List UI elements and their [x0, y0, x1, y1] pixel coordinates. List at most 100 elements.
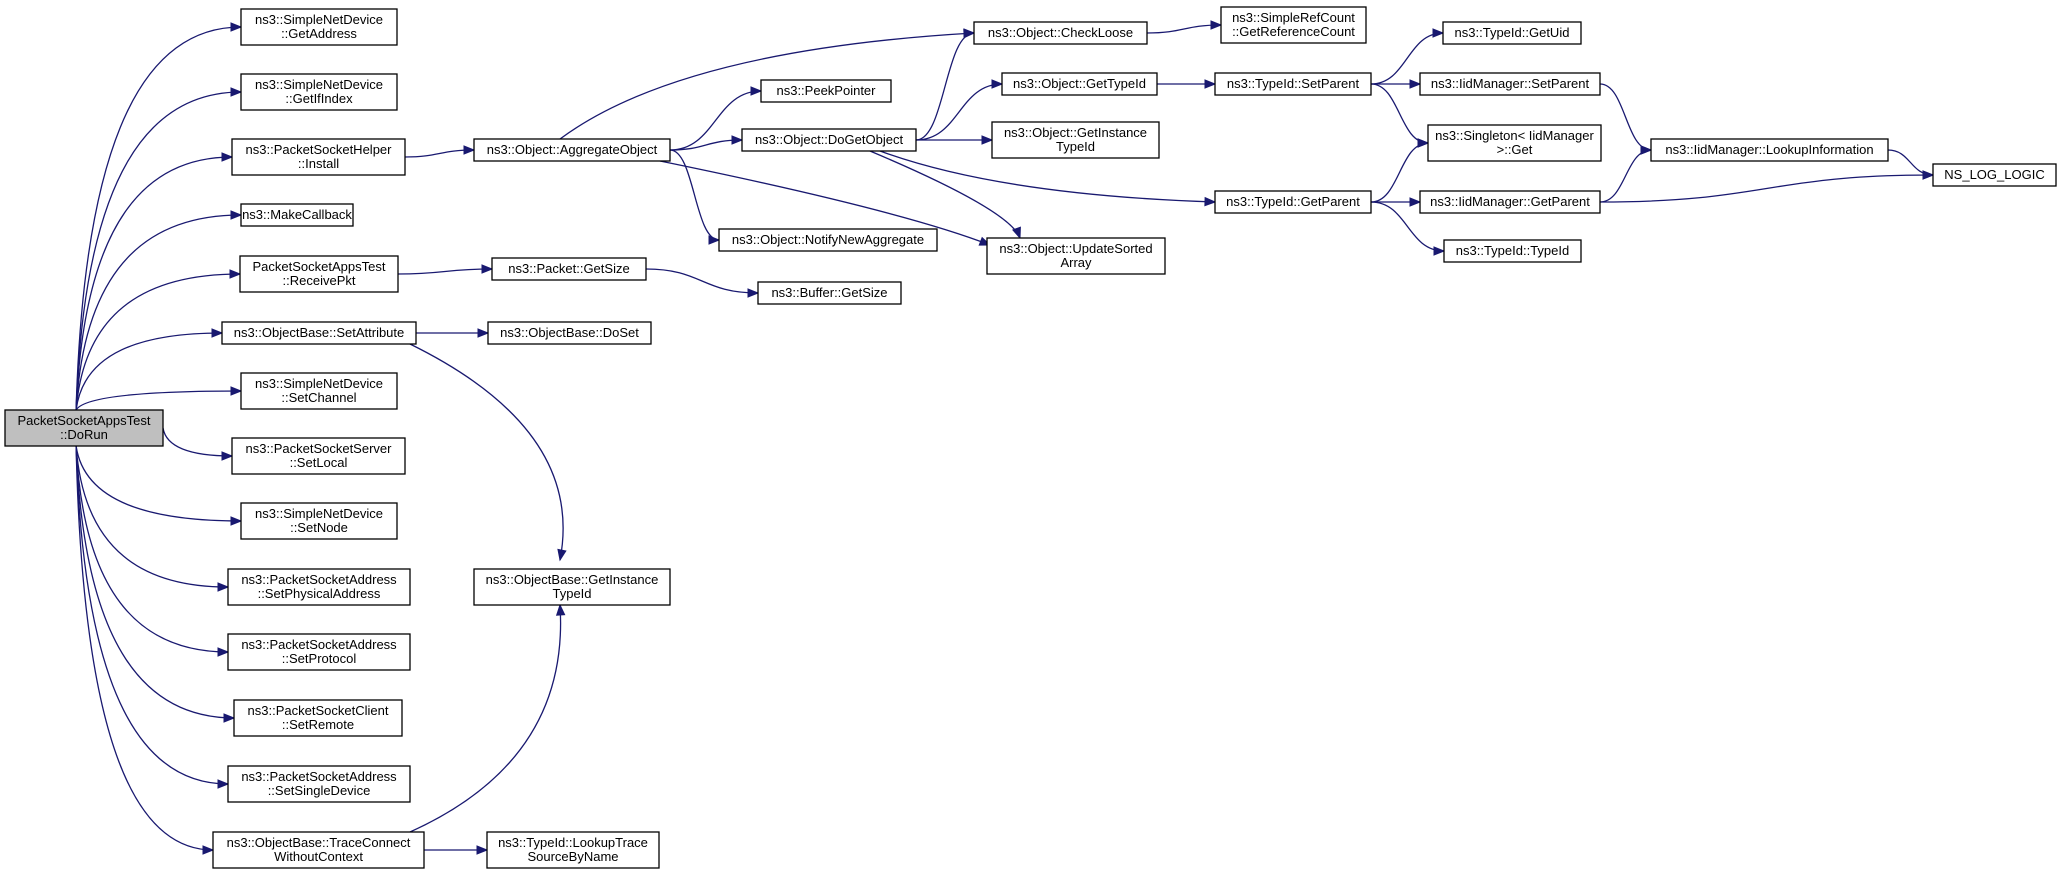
- edge-root-to-n10: [75, 445, 229, 588]
- node-box: [741, 128, 917, 152]
- node-label: ns3::TypeId::GetParent: [1226, 194, 1360, 209]
- edge-root-to-n9: [75, 445, 242, 522]
- edge-root-to-n12: [75, 445, 235, 719]
- edge-n15-to-n20: [669, 90, 762, 151]
- node-box: [221, 321, 417, 345]
- edge-n34-to-n37: [1599, 174, 1934, 203]
- node-ns3-packetsockethelper-install[interactable]: ns3::PacketSocketHelper::Install: [231, 138, 406, 176]
- node-ns3-simplenetdevice-setnode[interactable]: ns3::SimpleNetDevice::SetNode: [240, 502, 398, 540]
- arrowhead: [217, 779, 230, 789]
- node-ns3-packetsocketaddress-setprotocol[interactable]: ns3::PacketSocketAddress::SetProtocol: [227, 633, 411, 671]
- node-label: SourceByName: [527, 849, 618, 864]
- node-label: ns3::IidManager::GetParent: [1430, 194, 1590, 209]
- node-box: [231, 138, 406, 176]
- node-label: ::GetIfIndex: [285, 91, 353, 106]
- node-box: [757, 281, 902, 305]
- node-ns3-packetsocketclient-setremote[interactable]: ns3::PacketSocketClient::SetRemote: [233, 699, 403, 737]
- node-label: ns3::Packet::GetSize: [508, 261, 629, 276]
- edge-n34-to-n36: [1599, 149, 1652, 203]
- node-ns3-objectbase-doset[interactable]: ns3::ObjectBase::DoSet: [487, 321, 652, 345]
- node-box: [212, 831, 425, 869]
- node-box: [473, 568, 671, 606]
- node-ns3-object-checkloose[interactable]: ns3::Object::CheckLoose: [973, 21, 1148, 45]
- node-box: [231, 437, 406, 475]
- node-box: [240, 203, 354, 227]
- node-ns3-object-aggregateobject[interactable]: ns3::Object::AggregateObject: [473, 138, 671, 162]
- node-ns3-object-notifynewaggregate[interactable]: ns3::Object::NotifyNewAggregate: [718, 228, 938, 252]
- node-ns3-objectbase-setattribute[interactable]: ns3::ObjectBase::SetAttribute: [221, 321, 417, 345]
- arrowhead: [221, 152, 234, 162]
- node-label: ns3::ObjectBase::SetAttribute: [234, 325, 405, 340]
- arrowhead: [202, 845, 215, 855]
- node-ns3-simplerefcount-getreferencecount[interactable]: ns3::SimpleRefCount::GetReferenceCount: [1220, 6, 1367, 44]
- node-box: [240, 502, 398, 540]
- edge-root-to-n7: [75, 390, 242, 411]
- node-label: ::SetRemote: [282, 717, 354, 732]
- node-ns3-iidmanager-setparent[interactable]: ns3::IidManager::SetParent: [1419, 72, 1601, 96]
- node-box: [760, 79, 892, 103]
- node-label: ::SetSingleDevice: [268, 783, 371, 798]
- node-label: ns3::PacketSocketHelper: [246, 142, 393, 157]
- arrowhead: [1433, 246, 1446, 256]
- edge-n6-to-n18: [409, 343, 564, 561]
- node-box: [1214, 190, 1372, 214]
- node-label: ns3::TypeId::TypeId: [1456, 243, 1569, 258]
- node-label: ns3::IidManager::SetParent: [1431, 76, 1590, 91]
- node-label: ns3::IidManager::LookupInformation: [1665, 142, 1873, 157]
- node-label: WithoutContext: [274, 849, 363, 864]
- node-ns3-typeid-typeid[interactable]: ns3::TypeId::TypeId: [1443, 239, 1582, 263]
- node-ns3-typeid-getparent[interactable]: ns3::TypeId::GetParent: [1214, 190, 1372, 214]
- arrowhead: [1922, 170, 1935, 180]
- edge-root-to-n13: [75, 445, 229, 785]
- node-packetsocketappstest-dorun[interactable]: PacketSocketAppsTest::DoRun: [4, 409, 164, 447]
- node-ns3-objectbase-traceconnect-withoutcontext[interactable]: ns3::ObjectBase::TraceConnectWithoutCont…: [212, 831, 425, 869]
- edge-n21-to-n27: [869, 150, 1021, 239]
- node-label: ns3::SimpleNetDevice: [255, 506, 383, 521]
- node-label: ns3::TypeId::LookupTrace: [498, 835, 648, 850]
- node-box: [1427, 124, 1602, 162]
- node-ns3-iidmanager-lookupinformation[interactable]: ns3::IidManager::LookupInformation: [1650, 138, 1889, 162]
- node-label: Array: [1060, 255, 1092, 270]
- node-ns3-packet-getsize[interactable]: ns3::Packet::GetSize: [491, 257, 647, 281]
- edge-root-to-n6: [75, 332, 223, 411]
- node-ns3-singleton-iidmanager-get[interactable]: ns3::Singleton< IidManager >::Get: [1427, 124, 1602, 162]
- node-label: ::Install: [298, 156, 339, 171]
- arrowhead: [1012, 226, 1021, 240]
- node-packetsocketappstest-receivepkt[interactable]: PacketSocketAppsTest::ReceivePkt: [239, 255, 399, 293]
- node-ns3-buffer-getsize[interactable]: ns3::Buffer::GetSize: [757, 281, 902, 305]
- node-ns3-simplenetdevice-setchannel[interactable]: ns3::SimpleNetDevice::SetChannel: [240, 372, 398, 410]
- node-label: ::GetReferenceCount: [1232, 24, 1355, 39]
- node-label: ns3::SimpleNetDevice: [255, 12, 383, 27]
- node-label: ::GetAddress: [281, 26, 357, 41]
- node-label: ns3::Object::DoGetObject: [755, 132, 904, 147]
- node-ns3-iidmanager-getparent[interactable]: ns3::IidManager::GetParent: [1419, 190, 1601, 214]
- node-ns3-simplenetdevice-getaddress[interactable]: ns3::SimpleNetDevice::GetAddress: [240, 8, 398, 46]
- node-box: [233, 699, 403, 737]
- node-ns3-packetsocketserver-setlocal[interactable]: ns3::PacketSocketServer::SetLocal: [231, 437, 406, 475]
- arrowhead: [981, 135, 994, 145]
- edge-root-to-n14: [75, 445, 214, 851]
- node-ns3-peekpointer[interactable]: ns3::PeekPointer: [760, 79, 892, 103]
- node-label: ns3::Object::NotifyNewAggregate: [732, 232, 924, 247]
- node-box: [473, 138, 671, 162]
- arrowhead: [229, 269, 242, 279]
- node-box: [973, 21, 1148, 45]
- node-label: ns3::Singleton< IidManager: [1435, 128, 1594, 143]
- node-ns3-object-dogetobject[interactable]: ns3::Object::DoGetObject: [741, 128, 917, 152]
- edge-root-to-n4: [75, 214, 242, 411]
- node-ns3-typeid-setparent[interactable]: ns3::TypeId::SetParent: [1214, 72, 1372, 96]
- node-ns3-packetsocketaddress-setsingledevice[interactable]: ns3::PacketSocketAddress::SetSingleDevic…: [227, 765, 411, 803]
- node-ns3-packetsocketaddress-setphysicaladdress[interactable]: ns3::PacketSocketAddress::SetPhysicalAdd…: [227, 568, 411, 606]
- node-ns3-simplenetdevice-getifindex[interactable]: ns3::SimpleNetDevice::GetIfIndex: [240, 73, 398, 111]
- edge-root-to-n11: [75, 445, 229, 653]
- node-ns3-makecallback[interactable]: ns3::MakeCallback: [240, 203, 354, 227]
- node-ns3-typeid-getuid[interactable]: ns3::TypeId::GetUid: [1442, 21, 1582, 45]
- node-ns3-object-gettypeid[interactable]: ns3::Object::GetTypeId: [1001, 72, 1158, 96]
- node-ns-log-logic[interactable]: NS_LOG_LOGIC: [1932, 163, 2057, 187]
- arrowhead: [1409, 79, 1422, 89]
- arrowhead: [1640, 145, 1653, 155]
